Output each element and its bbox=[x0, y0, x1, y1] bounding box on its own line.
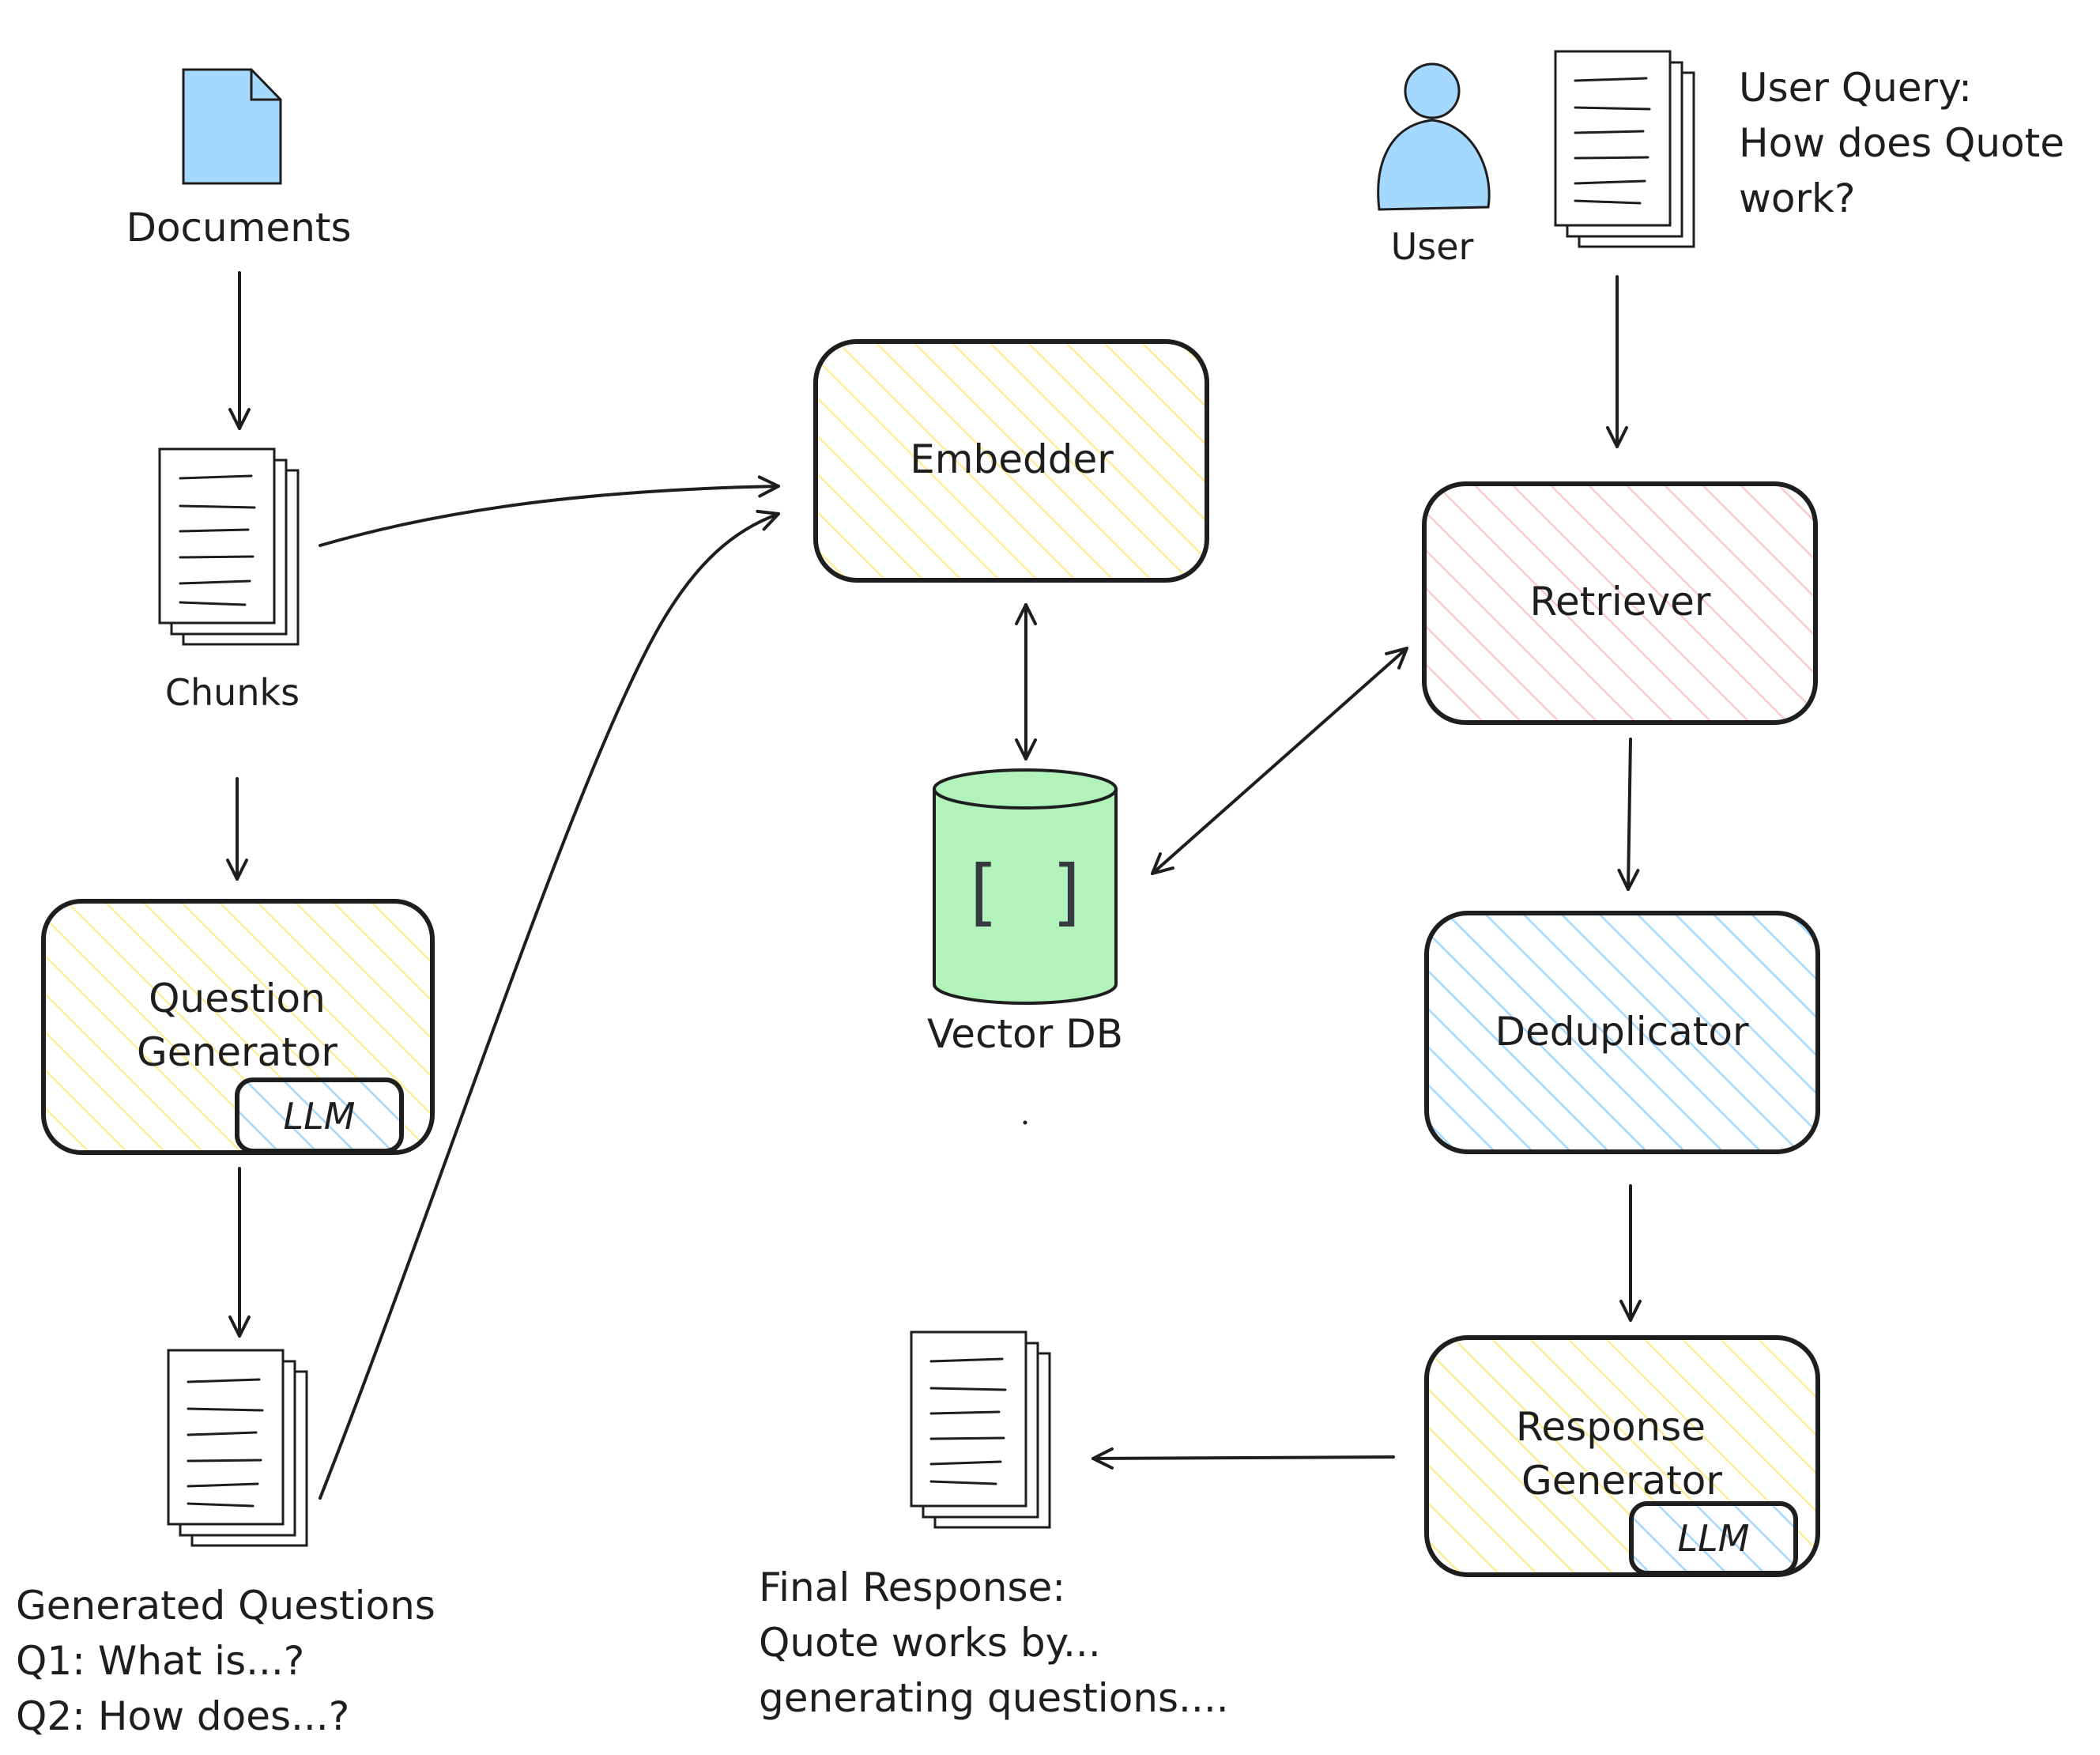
arrow-response-generator-to-final-response bbox=[1091, 1447, 1395, 1470]
retriever-box: Retriever bbox=[1422, 481, 1818, 725]
response-generator-label-line1: Response bbox=[1516, 1404, 1706, 1450]
stray-dot bbox=[1023, 1120, 1027, 1125]
deduplicator-label: Deduplicator bbox=[1495, 1009, 1749, 1055]
user-icon bbox=[1377, 62, 1491, 211]
document-stack-icon-chunks bbox=[158, 447, 300, 646]
user-query-line1: User Query: bbox=[1739, 65, 1972, 111]
llm-badge-response-generator: LLM bbox=[1629, 1501, 1798, 1576]
final-response-line3: generating questions.... bbox=[759, 1675, 1229, 1721]
llm-badge-question-generator: LLM bbox=[235, 1078, 404, 1153]
arrow-chunks-to-embedder bbox=[319, 475, 780, 547]
deduplicator-box: Deduplicator bbox=[1424, 911, 1820, 1154]
generated-questions-line2: Q1: What is...? bbox=[16, 1638, 304, 1684]
question-generator-label-line2: Generator bbox=[137, 1029, 337, 1075]
question-generator-label-line1: Question bbox=[149, 976, 326, 1021]
user-query-line3: work? bbox=[1739, 176, 1856, 221]
generated-questions-line3: Q2: How does...? bbox=[16, 1693, 349, 1739]
arrow-retriever-vector-db bbox=[1151, 647, 1408, 875]
response-generator-box: Response Generator LLM bbox=[1424, 1335, 1820, 1577]
vector-db-label: Vector DB bbox=[927, 1011, 1123, 1057]
question-generator-box: Question Generator LLM bbox=[41, 899, 435, 1155]
file-icon bbox=[182, 68, 282, 185]
documents-label: Documents bbox=[126, 205, 351, 251]
final-response-line1: Final Response: bbox=[759, 1564, 1065, 1610]
user-label: User bbox=[1391, 225, 1474, 268]
chunks-label: Chunks bbox=[165, 671, 300, 714]
document-stack-icon-questions bbox=[167, 1349, 308, 1547]
arrow-questions-to-embedder bbox=[319, 509, 780, 1500]
database-cylinder-icon: [ ] bbox=[933, 768, 1118, 1005]
llm-label-left: LLM bbox=[284, 1095, 356, 1138]
arrow-retriever-to-deduplicator bbox=[1617, 738, 1640, 891]
response-generator-label-line2: Generator bbox=[1521, 1458, 1722, 1504]
database-glyph: [ ] bbox=[960, 850, 1091, 934]
embedder-box: Embedder bbox=[813, 339, 1209, 583]
retriever-label: Retriever bbox=[1530, 579, 1711, 625]
document-stack-icon-user-query bbox=[1554, 50, 1695, 248]
user-query-line2: How does Quote bbox=[1739, 120, 2064, 166]
embedder-label: Embedder bbox=[910, 436, 1114, 482]
generated-questions-line1: Generated Questions bbox=[16, 1583, 435, 1629]
llm-label-right: LLM bbox=[1678, 1517, 1750, 1560]
final-response-line2: Quote works by... bbox=[759, 1620, 1101, 1666]
document-stack-icon-final-response bbox=[910, 1330, 1051, 1529]
